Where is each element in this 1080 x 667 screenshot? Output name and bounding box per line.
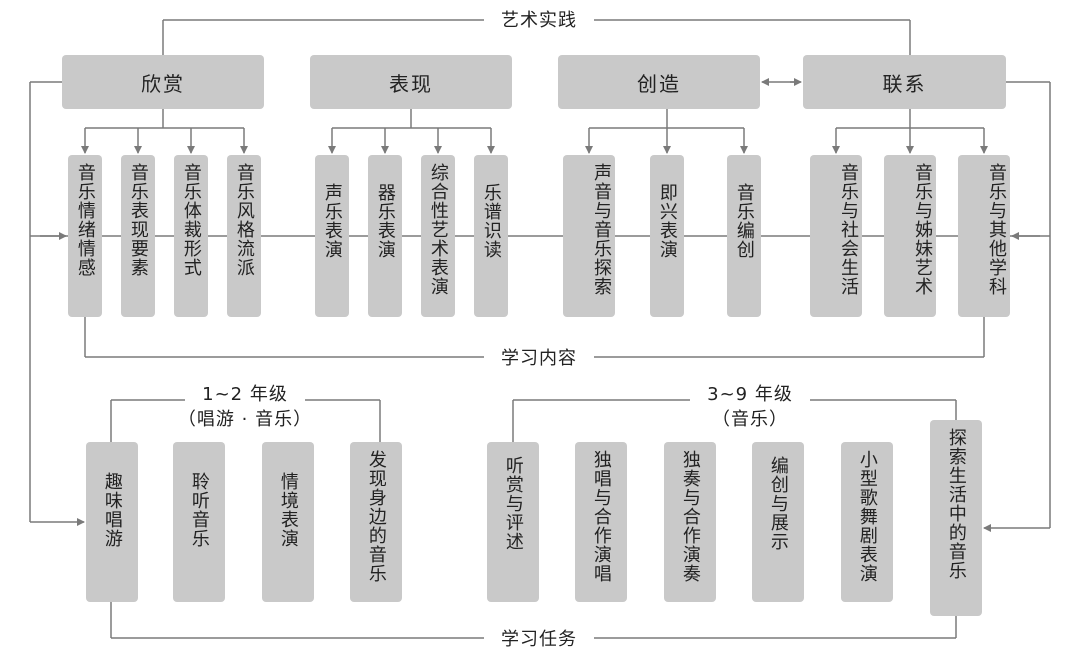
- grade-3-9-title: 3~9 年级: [690, 380, 810, 405]
- content-item-label: 音乐编创: [733, 183, 755, 259]
- task-small-musical-drama: 小型歌舞剧表演: [841, 442, 893, 602]
- task-label: 聆听音乐: [188, 472, 210, 548]
- task-create-and-show: 编创与展示: [752, 442, 804, 602]
- content-item-label: 声音与音乐探索: [591, 163, 612, 296]
- category-creation: 创造: [558, 55, 760, 109]
- task-label: 独奏与合作演奏: [679, 450, 701, 583]
- content-item-label: 音乐体裁形式: [180, 163, 202, 277]
- task-label: 独唱与合作演唱: [590, 450, 612, 583]
- content-item-label: 音乐与其他学科: [986, 163, 1007, 296]
- content-item-label: 音乐与姊妹艺术: [912, 163, 933, 296]
- content-item-label: 综合性艺术表演: [427, 163, 449, 296]
- content-item-social-life: 音乐与社会生活: [810, 155, 862, 317]
- content-item-elements: 音乐表现要素: [121, 155, 155, 317]
- content-item-sister-arts: 音乐与姊妹艺术: [884, 155, 936, 317]
- content-item-composition: 音乐编创: [727, 155, 761, 317]
- content-item-improvisation: 即兴表演: [650, 155, 684, 317]
- content-item-label: 即兴表演: [656, 183, 678, 259]
- task-listening-music: 聆听音乐: [173, 442, 225, 602]
- grade-1-2-title: 1~2 年级: [185, 380, 305, 405]
- task-label: 趣味唱游: [101, 472, 123, 548]
- learning-task-label: 学习任务: [484, 625, 594, 651]
- task-solo-ensemble-playing: 独奏与合作演奏: [664, 442, 716, 602]
- task-label: 探索生活中的音乐: [945, 428, 967, 580]
- content-item-label: 音乐表现要素: [127, 163, 149, 277]
- task-explore-music-in-life: 探索生活中的音乐: [930, 420, 982, 616]
- content-item-style-school: 音乐风格流派: [227, 155, 261, 317]
- task-fun-singing-games: 趣味唱游: [86, 442, 138, 602]
- content-item-other-subjects: 音乐与其他学科: [958, 155, 1010, 317]
- category-appreciation: 欣赏: [62, 55, 264, 109]
- task-label: 编创与展示: [767, 456, 789, 551]
- content-item-label: 器乐表演: [374, 183, 396, 259]
- category-performance: 表现: [310, 55, 512, 109]
- grade-1-2-subtitle: （唱游 · 音乐）: [170, 405, 320, 430]
- task-label: 发现身边的音乐: [365, 450, 387, 583]
- task-listen-and-review: 听赏与评述: [487, 442, 539, 602]
- content-item-genre-form: 音乐体裁形式: [174, 155, 208, 317]
- content-item-instrumental: 器乐表演: [368, 155, 402, 317]
- content-item-score-reading: 乐谱识读: [474, 155, 508, 317]
- category-connection: 联系: [803, 55, 1006, 109]
- grade-3-9-subtitle: （音乐）: [690, 405, 810, 430]
- learning-content-label: 学习内容: [484, 344, 594, 370]
- content-item-sound-exploration: 声音与音乐探索: [563, 155, 615, 317]
- content-item-label: 音乐与社会生活: [838, 163, 859, 296]
- content-item-vocal: 声乐表演: [315, 155, 349, 317]
- task-label: 情境表演: [277, 472, 299, 548]
- task-label: 听赏与评述: [502, 456, 524, 551]
- task-label: 小型歌舞剧表演: [856, 450, 878, 583]
- content-item-label: 乐谱识读: [480, 183, 502, 259]
- content-item-label: 声乐表演: [321, 183, 343, 259]
- task-discover-music-around: 发现身边的音乐: [350, 442, 402, 602]
- content-item-label: 音乐情绪情感: [74, 163, 96, 277]
- content-item-emotion: 音乐情绪情感: [68, 155, 102, 317]
- content-item-label: 音乐风格流派: [233, 163, 255, 277]
- art-practice-label: 艺术实践: [484, 6, 594, 32]
- task-solo-ensemble-singing: 独唱与合作演唱: [575, 442, 627, 602]
- task-scenario-performance: 情境表演: [262, 442, 314, 602]
- content-item-integrated-arts: 综合性艺术表演: [421, 155, 455, 317]
